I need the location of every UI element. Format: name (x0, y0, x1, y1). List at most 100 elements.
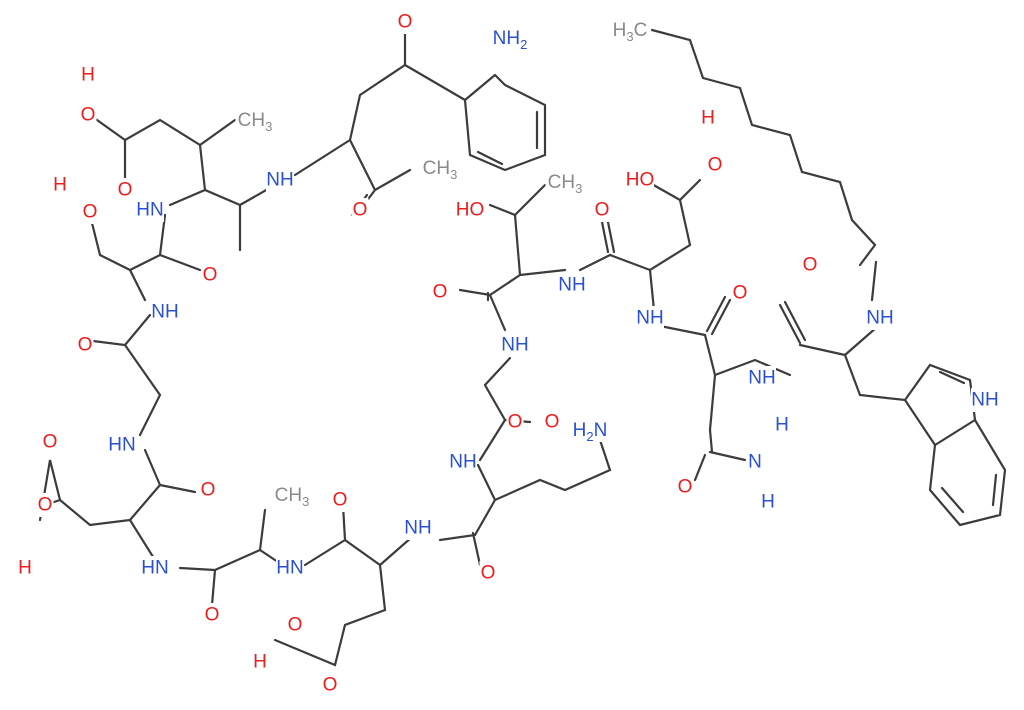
atom-label-bg (272, 483, 312, 507)
atom-label-bg (136, 198, 164, 222)
atom-label-bg (276, 556, 304, 580)
atom-label-bg (636, 306, 664, 330)
atom-label-bg (41, 430, 59, 454)
atom-label-bg (731, 281, 749, 305)
atom-label-bg (286, 613, 304, 637)
atom-label-nh-9: NH (449, 452, 476, 473)
atom-label-bg (610, 18, 650, 42)
atom-label-nh-6: NH (866, 308, 893, 329)
atom-label-bg (431, 280, 449, 304)
atom-label-bg (545, 170, 585, 194)
atom-label-bg (626, 168, 654, 192)
lys-bonds (438, 438, 612, 567)
atom-label-bg (699, 106, 717, 130)
atom-label-hn-10: HN (108, 435, 135, 456)
gly2-bonds (83, 313, 162, 437)
atom-label-ch3-thr: CH3 (548, 172, 583, 196)
atom-label-o-a12: O (201, 480, 216, 501)
atom-label-o-asp1: O (43, 432, 58, 453)
trp-double-bonds (778, 300, 998, 514)
atom-label-bg (251, 650, 269, 674)
atom-label-o-a2: O (203, 265, 218, 286)
atom-label-h2n-lys: H2N (573, 420, 608, 444)
bond-lines (38, 28, 1007, 667)
atom-label-bg (866, 306, 894, 330)
atom-label-o-a5: O (595, 200, 610, 221)
atom-label-nh2-top: NH2 (493, 28, 528, 52)
atom-label-bg (456, 198, 484, 222)
atom-label-bg (479, 561, 497, 585)
asp3-bonds (273, 503, 422, 667)
atom-label-bg (676, 475, 694, 499)
atom-label-ch3-a: CH3 (238, 110, 273, 134)
atom-label-o-a13: O (333, 490, 348, 511)
atom-label-bg (331, 488, 349, 512)
atom-label-bg (79, 103, 97, 127)
ala-bonds (178, 508, 292, 607)
atom-label-h-asp3: H (253, 652, 267, 673)
atom-label-n-amide: N (748, 452, 762, 473)
atom-label-bg (593, 198, 611, 222)
atom-label-nh-7: NH (501, 335, 528, 356)
thr-bonds (458, 183, 567, 332)
atom-label-bg (404, 516, 432, 540)
atom-label-ho-2: HO (626, 170, 655, 191)
atom-label-hn-12: HN (276, 558, 303, 579)
atom-label-o-a4: O (78, 335, 93, 356)
atom-label-h-amide2: H (761, 492, 775, 513)
trp-bonds (798, 260, 1007, 527)
asp1-bonds (38, 448, 197, 562)
atom-label-o-a11: O (508, 412, 523, 433)
atom-label-h-amide: H (775, 415, 789, 436)
atom-label-nh-1: NH (266, 170, 293, 191)
atom-label-bg (199, 478, 217, 502)
atom-label-o-acetyl: O (353, 200, 368, 221)
atom-label-o-a7: O (733, 283, 748, 304)
hydroxy-residue-bonds (578, 178, 702, 322)
atom-label-bg (971, 388, 999, 412)
atom-label-o-asp1b: O (38, 495, 53, 516)
atom-label-bg (235, 108, 275, 132)
atom-label-nh-indole: NH (971, 390, 998, 411)
atom-label-bg (321, 673, 339, 697)
lipid-tail-bonds (650, 28, 877, 267)
gly-bonds (478, 356, 532, 462)
asn-bonds (653, 295, 792, 482)
atom-label-bg (706, 153, 724, 177)
atom-label-nh-5: NH (636, 308, 663, 329)
atom-label-bg (449, 450, 477, 474)
atom-label-o-2: O (708, 155, 723, 176)
atom-label-bg (203, 603, 221, 627)
atom-label-bg (748, 366, 776, 390)
atom-label-bg (746, 450, 764, 474)
atom-label-bg (773, 413, 791, 437)
atom-label-h-oh2: H (701, 108, 715, 129)
atom-label-bg (16, 556, 34, 580)
atom-label-o-a10: O (545, 412, 560, 433)
atom-label-bg (108, 433, 136, 457)
atom-label-bg (570, 418, 610, 442)
atom-label-bg (558, 273, 586, 297)
atom-label-o-asp3b: O (323, 675, 338, 696)
ser-bonds (88, 213, 202, 302)
atom-label-o-a15: O (481, 563, 496, 584)
atom-label-bg (801, 253, 819, 277)
atom-label-o-asp3: O (288, 615, 303, 636)
atom-label-bg (490, 26, 530, 50)
atom-label-ch3-tail: H3C (613, 20, 648, 44)
meglu-bonds (88, 113, 277, 252)
atom-label-bg (506, 410, 524, 434)
atom-label-h-ser: H (53, 175, 67, 196)
atom-label-bg (543, 410, 561, 434)
atom-label-bg (116, 178, 134, 202)
atom-label-bg (76, 333, 94, 357)
atom-label-bg (141, 556, 169, 580)
kyn-bonds (293, 28, 547, 212)
atom-label-bg (201, 263, 219, 287)
atom-label-bg (79, 63, 97, 87)
atom-label-hn-11: HN (141, 558, 168, 579)
atom-label-bg (759, 490, 777, 514)
